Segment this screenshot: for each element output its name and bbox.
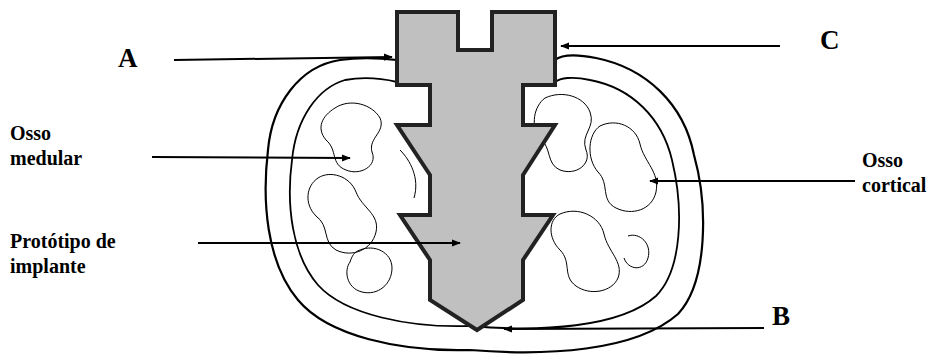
tissue-label: Osso cortical: [862, 148, 936, 198]
part-label: Protótipo de implante: [10, 229, 160, 279]
implant-prototype: [397, 12, 555, 330]
leader-arrows: [152, 46, 855, 329]
part-letter: A: [118, 42, 138, 76]
tissue-label: Osso medular: [10, 121, 110, 171]
part-letter: B: [772, 300, 790, 334]
part-letter: C: [820, 24, 840, 58]
